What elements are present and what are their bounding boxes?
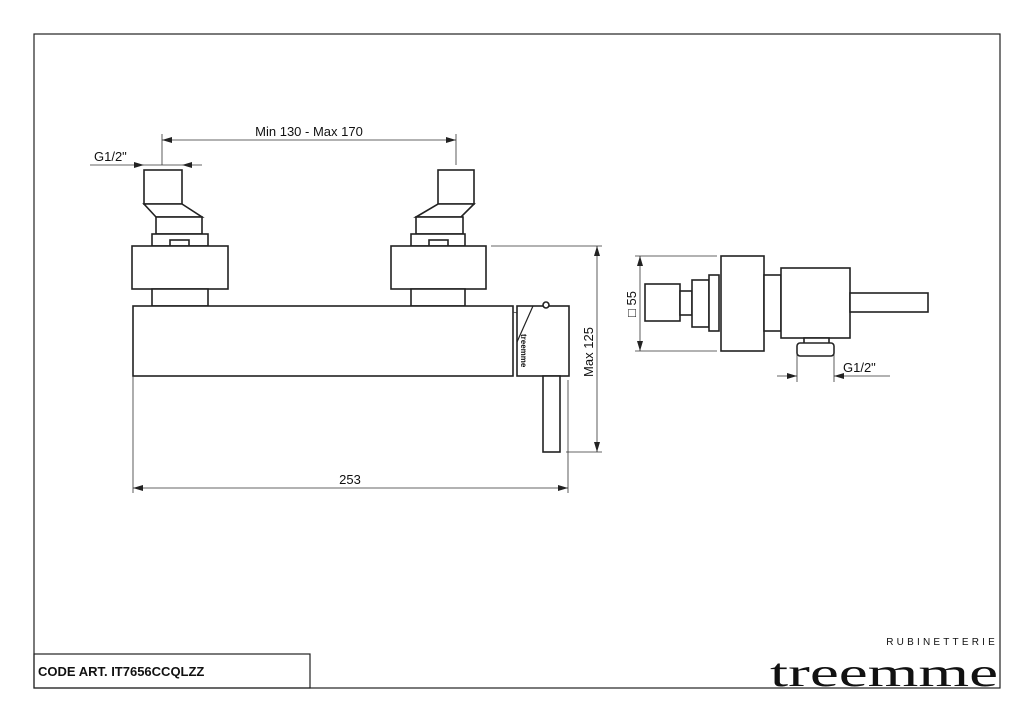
drawing-frame: [33, 33, 1001, 689]
dimension-height: Max 125: [491, 245, 602, 453]
dimension-inlet-thread: G1/2": [90, 149, 202, 168]
front-view: treemme Min 130 - Max 170 G1/2" Max 125 …: [90, 124, 602, 493]
dimension-square-label: □ 55: [624, 291, 639, 317]
logo-wordmark: treemme: [770, 650, 998, 695]
logo-subtitle: RUBINETTERIE: [886, 637, 998, 648]
title-block-box: [33, 653, 311, 689]
dimension-width-label: 253: [339, 472, 361, 487]
left-inlet-connector: [131, 169, 229, 307]
dimension-centers-label: Min 130 - Max 170: [255, 124, 363, 139]
code-article: CODE ART. IT7656CCQLZZ: [38, 664, 204, 679]
side-view: □ 55 G1/2": [624, 255, 929, 382]
treemme-logo: RUBINETTERIE treemme: [770, 637, 998, 695]
outlet-nut: [796, 342, 835, 357]
dimension-inlet-thread-label: G1/2": [94, 149, 127, 164]
right-inlet-connector: [390, 169, 487, 307]
dimension-square: □ 55: [624, 255, 717, 352]
lever-housing: treemme: [512, 301, 570, 377]
wall-plate: [720, 255, 765, 352]
dimension-outlet-thread-label: G1/2": [843, 360, 876, 375]
side-body: [780, 267, 851, 339]
side-lever-handle: [849, 292, 929, 313]
lever-handle: [542, 375, 561, 453]
mixer-body: [132, 305, 514, 377]
dimension-height-label: Max 125: [581, 327, 596, 377]
dimension-centers: Min 130 - Max 170: [161, 124, 457, 165]
dimension-width: 253: [132, 376, 569, 493]
lever-brand-mark: treemme: [519, 334, 528, 368]
dimension-outlet-thread: G1/2": [777, 345, 890, 382]
